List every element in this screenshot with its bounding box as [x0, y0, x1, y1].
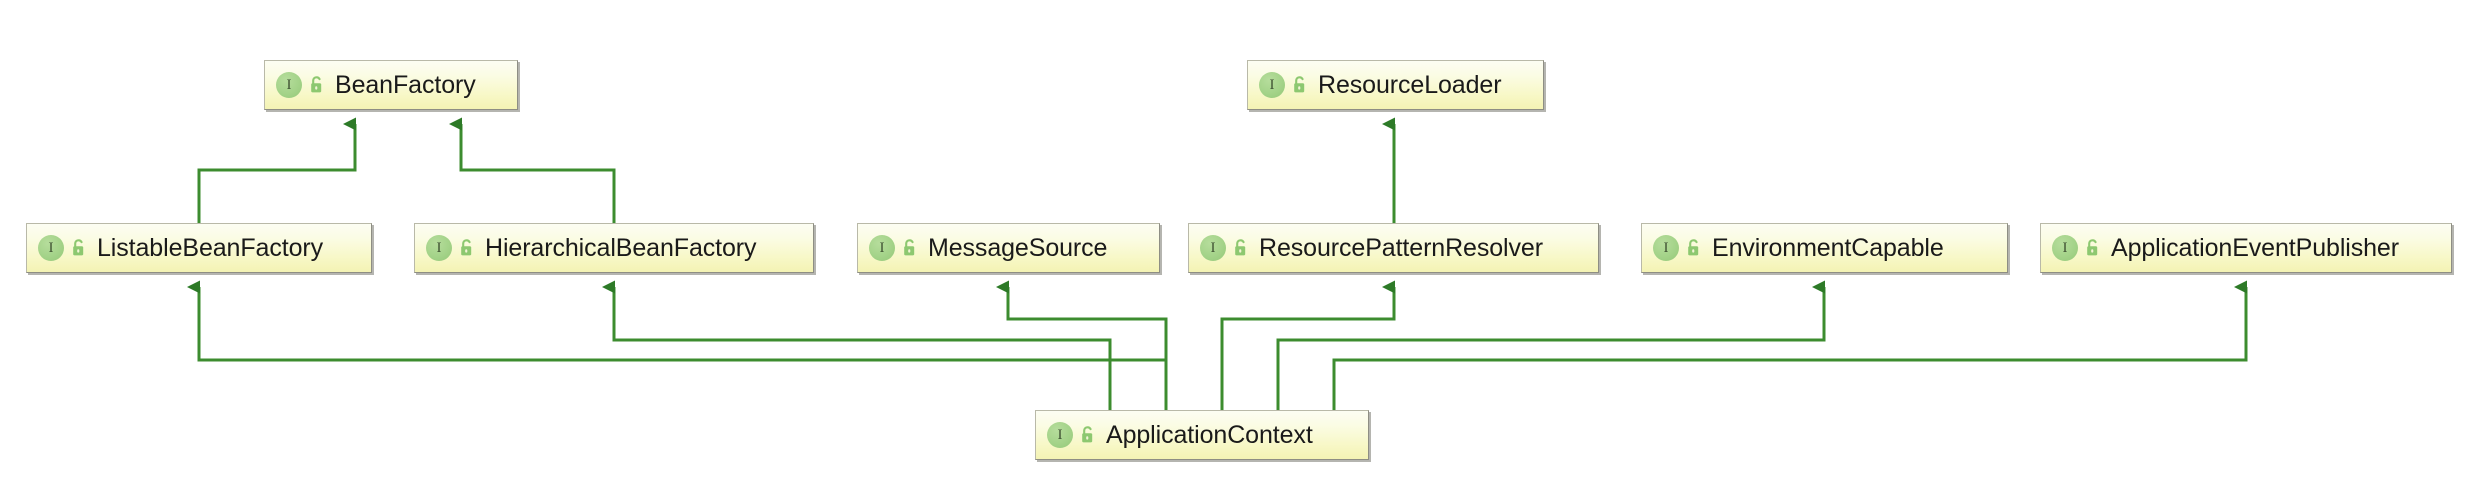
uml-class-node-applicationeventpublisher[interactable]: I ApplicationEventPublisher: [2040, 223, 2452, 273]
uml-class-node-resourcepatternresolver[interactable]: I ResourcePatternResolver: [1188, 223, 1599, 273]
unlocked-padlock-icon: [459, 238, 476, 258]
uml-class-node-listablebeanfactory[interactable]: I ListableBeanFactory: [26, 223, 372, 273]
edge-listablebeanfactory-to-beanfactory: [197, 117, 357, 223]
interface-badge-icon: I: [1200, 235, 1226, 261]
edge-applicationcontext-to-messagesource: [996, 280, 1168, 410]
edge-applicationcontext-to-listablebeanfactory: [187, 280, 1168, 410]
uml-class-name: EnvironmentCapable: [1712, 233, 1944, 262]
interface-badge-icon: I: [1653, 235, 1679, 261]
uml-class-node-hierarchicalbeanfactory[interactable]: I HierarchicalBeanFactory: [414, 223, 814, 273]
unlocked-padlock-icon: [1233, 238, 1250, 258]
interface-badge-icon: I: [1047, 422, 1073, 448]
interface-badge-icon: I: [869, 235, 895, 261]
edge-applicationcontext-to-applicationeventpublisher: [1332, 280, 2248, 410]
uml-class-name: ResourcePatternResolver: [1259, 233, 1543, 262]
unlocked-padlock-icon: [309, 75, 326, 95]
interface-badge-icon: I: [1259, 72, 1285, 98]
uml-class-name: MessageSource: [928, 233, 1108, 262]
interface-badge-icon: I: [426, 235, 452, 261]
interface-badge-icon: I: [38, 235, 64, 261]
uml-class-name: HierarchicalBeanFactory: [485, 233, 757, 262]
interface-badge-icon: I: [2052, 235, 2078, 261]
uml-class-node-beanfactory[interactable]: I BeanFactory: [264, 60, 518, 110]
edge-applicationcontext-to-resourcepatternresolver: [1220, 280, 1396, 410]
edge-applicationcontext-to-hierarchicalbeanfactory: [602, 280, 1112, 410]
uml-class-name: ResourceLoader: [1318, 70, 1502, 99]
unlocked-padlock-icon: [2085, 238, 2102, 258]
unlocked-padlock-icon: [1080, 425, 1097, 445]
uml-class-node-resourceloader[interactable]: I ResourceLoader: [1247, 60, 1544, 110]
interface-badge-icon: I: [276, 72, 302, 98]
uml-class-node-applicationcontext[interactable]: I ApplicationContext: [1035, 410, 1369, 460]
uml-class-node-environmentcapable[interactable]: I EnvironmentCapable: [1641, 223, 2008, 273]
unlocked-padlock-icon: [1292, 75, 1309, 95]
uml-class-name: ApplicationEventPublisher: [2111, 233, 2399, 262]
unlocked-padlock-icon: [1686, 238, 1703, 258]
unlocked-padlock-icon: [902, 238, 919, 258]
unlocked-padlock-icon: [71, 238, 88, 258]
edge-hierarchicalbeanfactory-to-beanfactory: [449, 117, 616, 223]
uml-class-name: ListableBeanFactory: [97, 233, 324, 262]
uml-class-name: BeanFactory: [335, 70, 476, 99]
edge-applicationcontext-to-environmentcapable: [1276, 280, 1826, 410]
uml-class-node-messagesource[interactable]: I MessageSource: [857, 223, 1160, 273]
uml-class-name: ApplicationContext: [1106, 420, 1313, 449]
